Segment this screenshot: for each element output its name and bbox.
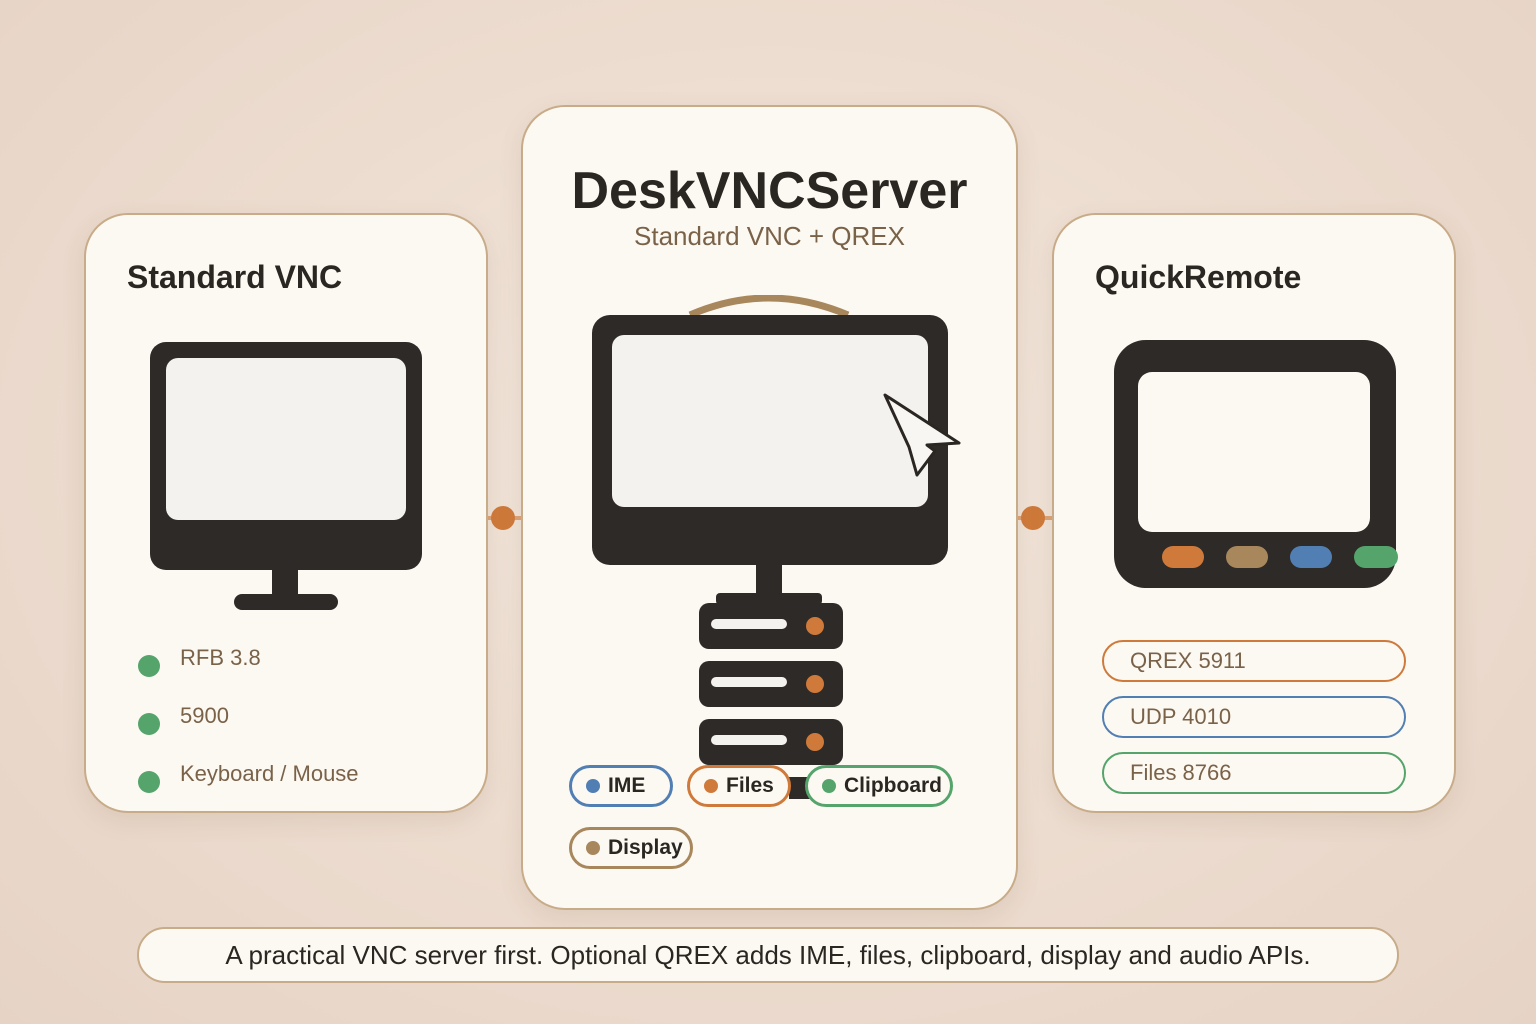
chip-label: Display [608,836,683,859]
feature-list: RFB 3.8 5900 Keyboard / Mouse [138,645,359,819]
caption-bar: A practical VNC server first. Optional Q… [137,927,1399,983]
cursor-icon [883,393,961,477]
main-title: DeskVNCServer [571,162,968,220]
tablet-icon [1114,340,1398,588]
chip-clipboard[interactable]: Clipboard [805,765,953,807]
monitor-icon [592,295,948,605]
feature-label: 5900 [180,703,229,728]
feature-label: RFB 3.8 [180,645,261,670]
port-pill-files: Files 8766 [1102,752,1406,794]
status-dot-icon [138,655,160,677]
chip-display[interactable]: Display [569,827,693,869]
chip-ime[interactable]: IME [569,765,673,807]
port-pill-qrex: QREX 5911 [1102,640,1406,682]
list-item: 5900 [138,703,359,761]
display-dot-icon [586,841,600,855]
pill-label: Files 8766 [1130,760,1232,785]
ime-dot-icon [586,779,600,793]
main-subtitle: Standard VNC + QREX [634,221,905,251]
card-title: Standard VNC [127,259,343,295]
connector-right [1014,506,1052,530]
deskvncserver-card: DeskVNCServer Standard VNC + QREX IME Fi… [521,105,1018,910]
chip-label: Files [726,774,774,797]
files-dot-icon [704,779,718,793]
list-item: RFB 3.8 [138,645,359,703]
chip-files[interactable]: Files [687,765,791,807]
status-dot-icon [138,713,160,735]
pill-label: UDP 4010 [1130,704,1232,729]
card-title: QuickRemote [1095,259,1302,295]
monitor-icon [150,342,422,610]
standard-vnc-card: Standard VNC RFB 3.8 5900 Keyboard / Mou… [84,213,488,813]
list-item: Keyboard / Mouse [138,761,359,819]
caption-text: A practical VNC server first. Optional Q… [225,940,1311,970]
connector-left [484,506,522,530]
chip-label: Clipboard [844,774,942,797]
feature-label: Keyboard / Mouse [180,761,359,786]
clipboard-dot-icon [822,779,836,793]
pill-label: QREX 5911 [1130,648,1246,673]
port-pill-udp: UDP 4010 [1102,696,1406,738]
status-dot-icon [138,771,160,793]
chip-label: IME [608,774,646,797]
server-stack-icon [699,603,843,765]
quickremote-card: QuickRemote QREX 5911 UDP 4010 Files 876… [1052,213,1456,813]
